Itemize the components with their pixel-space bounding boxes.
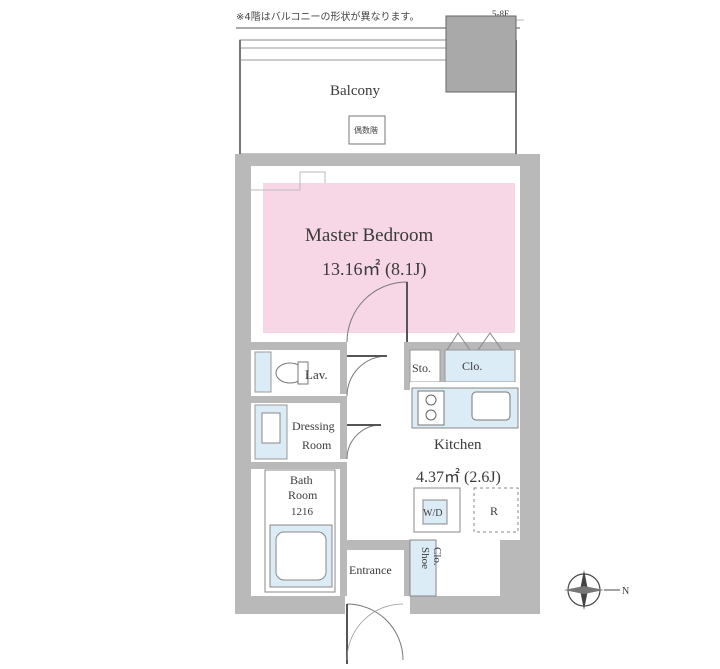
sto-label: Sto. bbox=[412, 361, 431, 375]
burner-icon bbox=[425, 394, 437, 406]
bedroom-area: 13.16㎡ (8.1J) bbox=[322, 258, 427, 280]
balcony-unit bbox=[348, 115, 386, 145]
wall bbox=[251, 462, 347, 469]
bath-label-1: Bath bbox=[290, 473, 313, 487]
clo-label: Clo. bbox=[462, 359, 482, 373]
wall bbox=[340, 403, 347, 459]
corridor-doors bbox=[346, 355, 388, 460]
wall bbox=[440, 350, 445, 382]
compass-needle bbox=[564, 586, 604, 594]
shoe-label-2: Clo. bbox=[431, 547, 443, 566]
stove bbox=[417, 390, 445, 426]
lavatory: Lav. bbox=[251, 350, 340, 396]
clo-door bbox=[477, 332, 503, 351]
bedroom-alcove bbox=[251, 171, 326, 191]
wd-label: W/D bbox=[423, 508, 442, 519]
sto-box bbox=[409, 349, 441, 383]
dressing-label-2: Room bbox=[302, 438, 332, 452]
balcony-unit-label: 偶数階 bbox=[354, 125, 378, 135]
lav-label: Lav. bbox=[305, 367, 328, 382]
bedroom-highlight bbox=[263, 183, 515, 333]
wall bbox=[251, 396, 347, 403]
dressing-door-swing bbox=[346, 424, 382, 460]
master-bedroom: Master Bedroom 13.16㎡ (8.1J) bbox=[251, 166, 520, 343]
kitchen-area: 4.37㎡ (2.6J) bbox=[416, 468, 501, 486]
washbasin bbox=[261, 412, 281, 444]
wall bbox=[520, 154, 540, 554]
lav-door-swing bbox=[346, 355, 388, 397]
bath-room: Bath Room 1216 bbox=[251, 469, 340, 596]
refrigerator-label: R bbox=[490, 504, 498, 518]
burner-icon bbox=[425, 409, 437, 421]
wall bbox=[404, 350, 410, 390]
wall bbox=[404, 342, 520, 350]
wall bbox=[404, 540, 410, 596]
clo-box bbox=[444, 349, 516, 383]
compass: N bbox=[564, 570, 629, 610]
clo-door bbox=[446, 332, 471, 351]
balcony-label: Balcony bbox=[330, 83, 380, 99]
wall bbox=[340, 350, 347, 394]
dressing-room: Dressing Room bbox=[251, 403, 340, 462]
wall bbox=[340, 469, 347, 596]
entrance-door-swing bbox=[346, 603, 404, 664]
toilet-tank bbox=[297, 361, 309, 385]
kitchen-sink bbox=[471, 391, 511, 421]
bath-size: 1216 bbox=[291, 506, 314, 518]
shoe-closet bbox=[409, 539, 437, 597]
entrance-label: Entrance bbox=[349, 563, 392, 577]
wall bbox=[235, 154, 540, 166]
bedroom-door-swing bbox=[346, 281, 408, 343]
washer-drain bbox=[422, 499, 448, 525]
bathtub-basin bbox=[275, 531, 327, 581]
wall bbox=[235, 596, 345, 614]
balcony: Balcony 偶数階 bbox=[239, 15, 517, 155]
shoe-label-1: Shoe bbox=[419, 547, 431, 569]
north-label: N bbox=[622, 586, 629, 597]
wall bbox=[235, 154, 251, 614]
wall bbox=[251, 342, 347, 350]
entrance-floor bbox=[347, 550, 404, 596]
kitchen-label: Kitchen bbox=[434, 437, 482, 453]
bedroom-label: Master Bedroom bbox=[305, 225, 433, 246]
bath-label-2: Room bbox=[288, 488, 318, 502]
entrance-door-swing bbox=[346, 603, 404, 661]
refrigerator-space bbox=[473, 487, 519, 533]
balcony-column bbox=[445, 15, 517, 93]
wall bbox=[410, 596, 520, 614]
wall bbox=[500, 540, 540, 614]
kitchen: Kitchen 4.37㎡ (2.6J) W/D R bbox=[410, 382, 520, 540]
walls bbox=[235, 154, 540, 614]
lav-sink bbox=[254, 351, 272, 393]
storage: Sto. Clo. bbox=[409, 332, 516, 383]
wall bbox=[346, 540, 406, 550]
floor-range: 5-8F bbox=[492, 9, 509, 19]
floor-note: ※4階はバルコニーの形状が異なります。 bbox=[236, 10, 420, 23]
dressing-label-1: Dressing bbox=[292, 419, 335, 433]
entrance: Entrance Shoe Clo. bbox=[346, 539, 443, 664]
